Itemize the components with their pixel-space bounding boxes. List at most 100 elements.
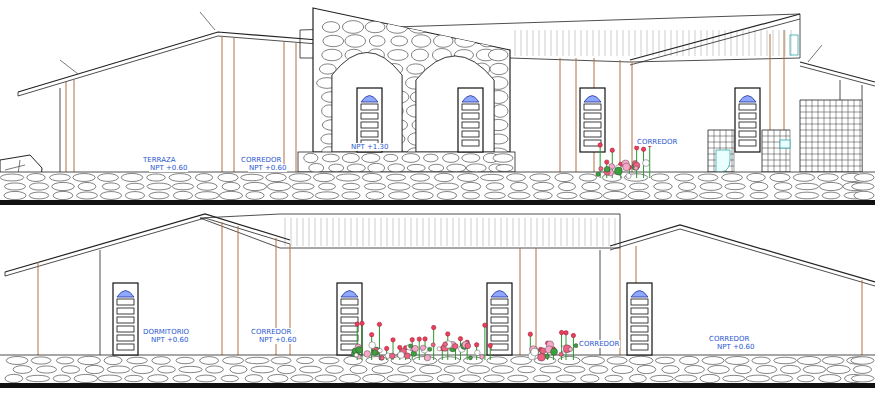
stone (5, 374, 23, 382)
stone (540, 366, 561, 373)
stone (533, 375, 550, 381)
room-label: CORREDOR (240, 156, 282, 164)
stone (52, 182, 75, 190)
toilet (716, 150, 730, 172)
stone (391, 36, 408, 46)
stone (582, 182, 600, 190)
window (487, 283, 512, 355)
stone (322, 49, 342, 61)
room-label: TERRAZA (142, 156, 177, 164)
stone (218, 173, 238, 181)
room-label: NPT +0.60 (248, 164, 287, 172)
stone (685, 365, 705, 373)
window (337, 283, 362, 355)
stone (152, 357, 170, 365)
stone (774, 183, 792, 191)
stone (678, 183, 695, 191)
stone (121, 173, 142, 181)
stone (126, 183, 144, 189)
stone (454, 21, 471, 33)
stone (219, 191, 242, 199)
stone (125, 192, 144, 200)
stone (323, 35, 344, 46)
stone (245, 375, 262, 383)
stone (241, 174, 264, 181)
stone (98, 375, 122, 382)
stone (197, 183, 217, 191)
stone (679, 356, 698, 364)
room-label: NPT +0.60 (258, 336, 297, 344)
stone (747, 173, 765, 181)
stone (555, 173, 573, 181)
stone (243, 182, 266, 190)
stone (169, 174, 191, 182)
stone (267, 182, 290, 190)
stone (492, 21, 508, 34)
stone (803, 366, 825, 374)
stone (750, 182, 768, 190)
stone (447, 164, 466, 172)
stone (467, 366, 489, 374)
stone (466, 164, 486, 172)
stone (651, 174, 669, 181)
stone (409, 21, 430, 33)
stone (388, 183, 410, 190)
stone (854, 191, 874, 199)
stone (61, 366, 79, 374)
stone (322, 22, 339, 33)
stone (492, 105, 508, 118)
stone (483, 375, 504, 382)
stone (270, 192, 288, 199)
stone (304, 153, 318, 162)
stone (173, 375, 191, 382)
stone (819, 182, 842, 190)
stone (386, 21, 407, 34)
stone (315, 192, 339, 199)
room-label: CORREDOR (708, 335, 750, 343)
stone (851, 375, 874, 382)
stone (827, 365, 850, 373)
stone (444, 366, 465, 374)
stone (853, 366, 871, 374)
stone (292, 183, 314, 190)
room-label: CORREDOR (250, 328, 292, 336)
stone (699, 192, 722, 198)
stone (854, 174, 874, 182)
stone (654, 183, 672, 191)
roof (18, 32, 318, 92)
stone (654, 192, 671, 200)
stone (77, 192, 98, 199)
stone (195, 174, 212, 182)
window (113, 283, 138, 355)
stone (433, 35, 453, 48)
stone (29, 183, 48, 190)
stone (195, 192, 219, 200)
stone (486, 183, 504, 190)
stone (342, 183, 359, 189)
stone (700, 183, 722, 191)
stone (125, 375, 143, 381)
stone (723, 375, 746, 381)
stone (388, 164, 405, 172)
stone (752, 357, 770, 364)
stone (435, 173, 454, 181)
stone (315, 375, 337, 382)
room-label: NPT +0.60 (149, 164, 188, 172)
stone (100, 192, 121, 200)
stone (102, 183, 119, 190)
stone (781, 365, 801, 373)
stone (488, 49, 508, 61)
stone (384, 154, 398, 161)
stone (589, 366, 607, 374)
stone (746, 375, 770, 382)
stone (413, 192, 433, 200)
stone (369, 36, 385, 47)
stone (429, 164, 444, 171)
stone (297, 357, 314, 363)
stone (53, 375, 70, 382)
top-elevation (0, 8, 875, 205)
stone (530, 174, 550, 181)
arch (332, 53, 402, 153)
stone (507, 174, 526, 182)
stone (412, 35, 431, 48)
